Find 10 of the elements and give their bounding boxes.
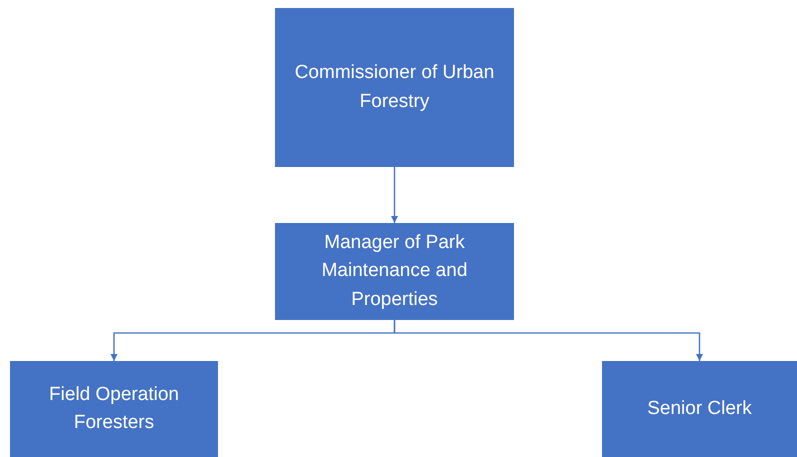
org-box	[275, 223, 514, 320]
org-box	[602, 361, 797, 457]
role-title: Commissioner of Urban Forestry	[294, 61, 496, 114]
org-box	[10, 361, 218, 457]
role-title: Manager of Park Maintenance and Properties	[320, 230, 468, 312]
role-title: Field Operation Foresters	[48, 382, 180, 435]
org-box	[275, 8, 514, 167]
arrow	[391, 167, 398, 223]
role-title: Senior Clerk	[647, 396, 752, 421]
arrow	[394, 320, 703, 361]
